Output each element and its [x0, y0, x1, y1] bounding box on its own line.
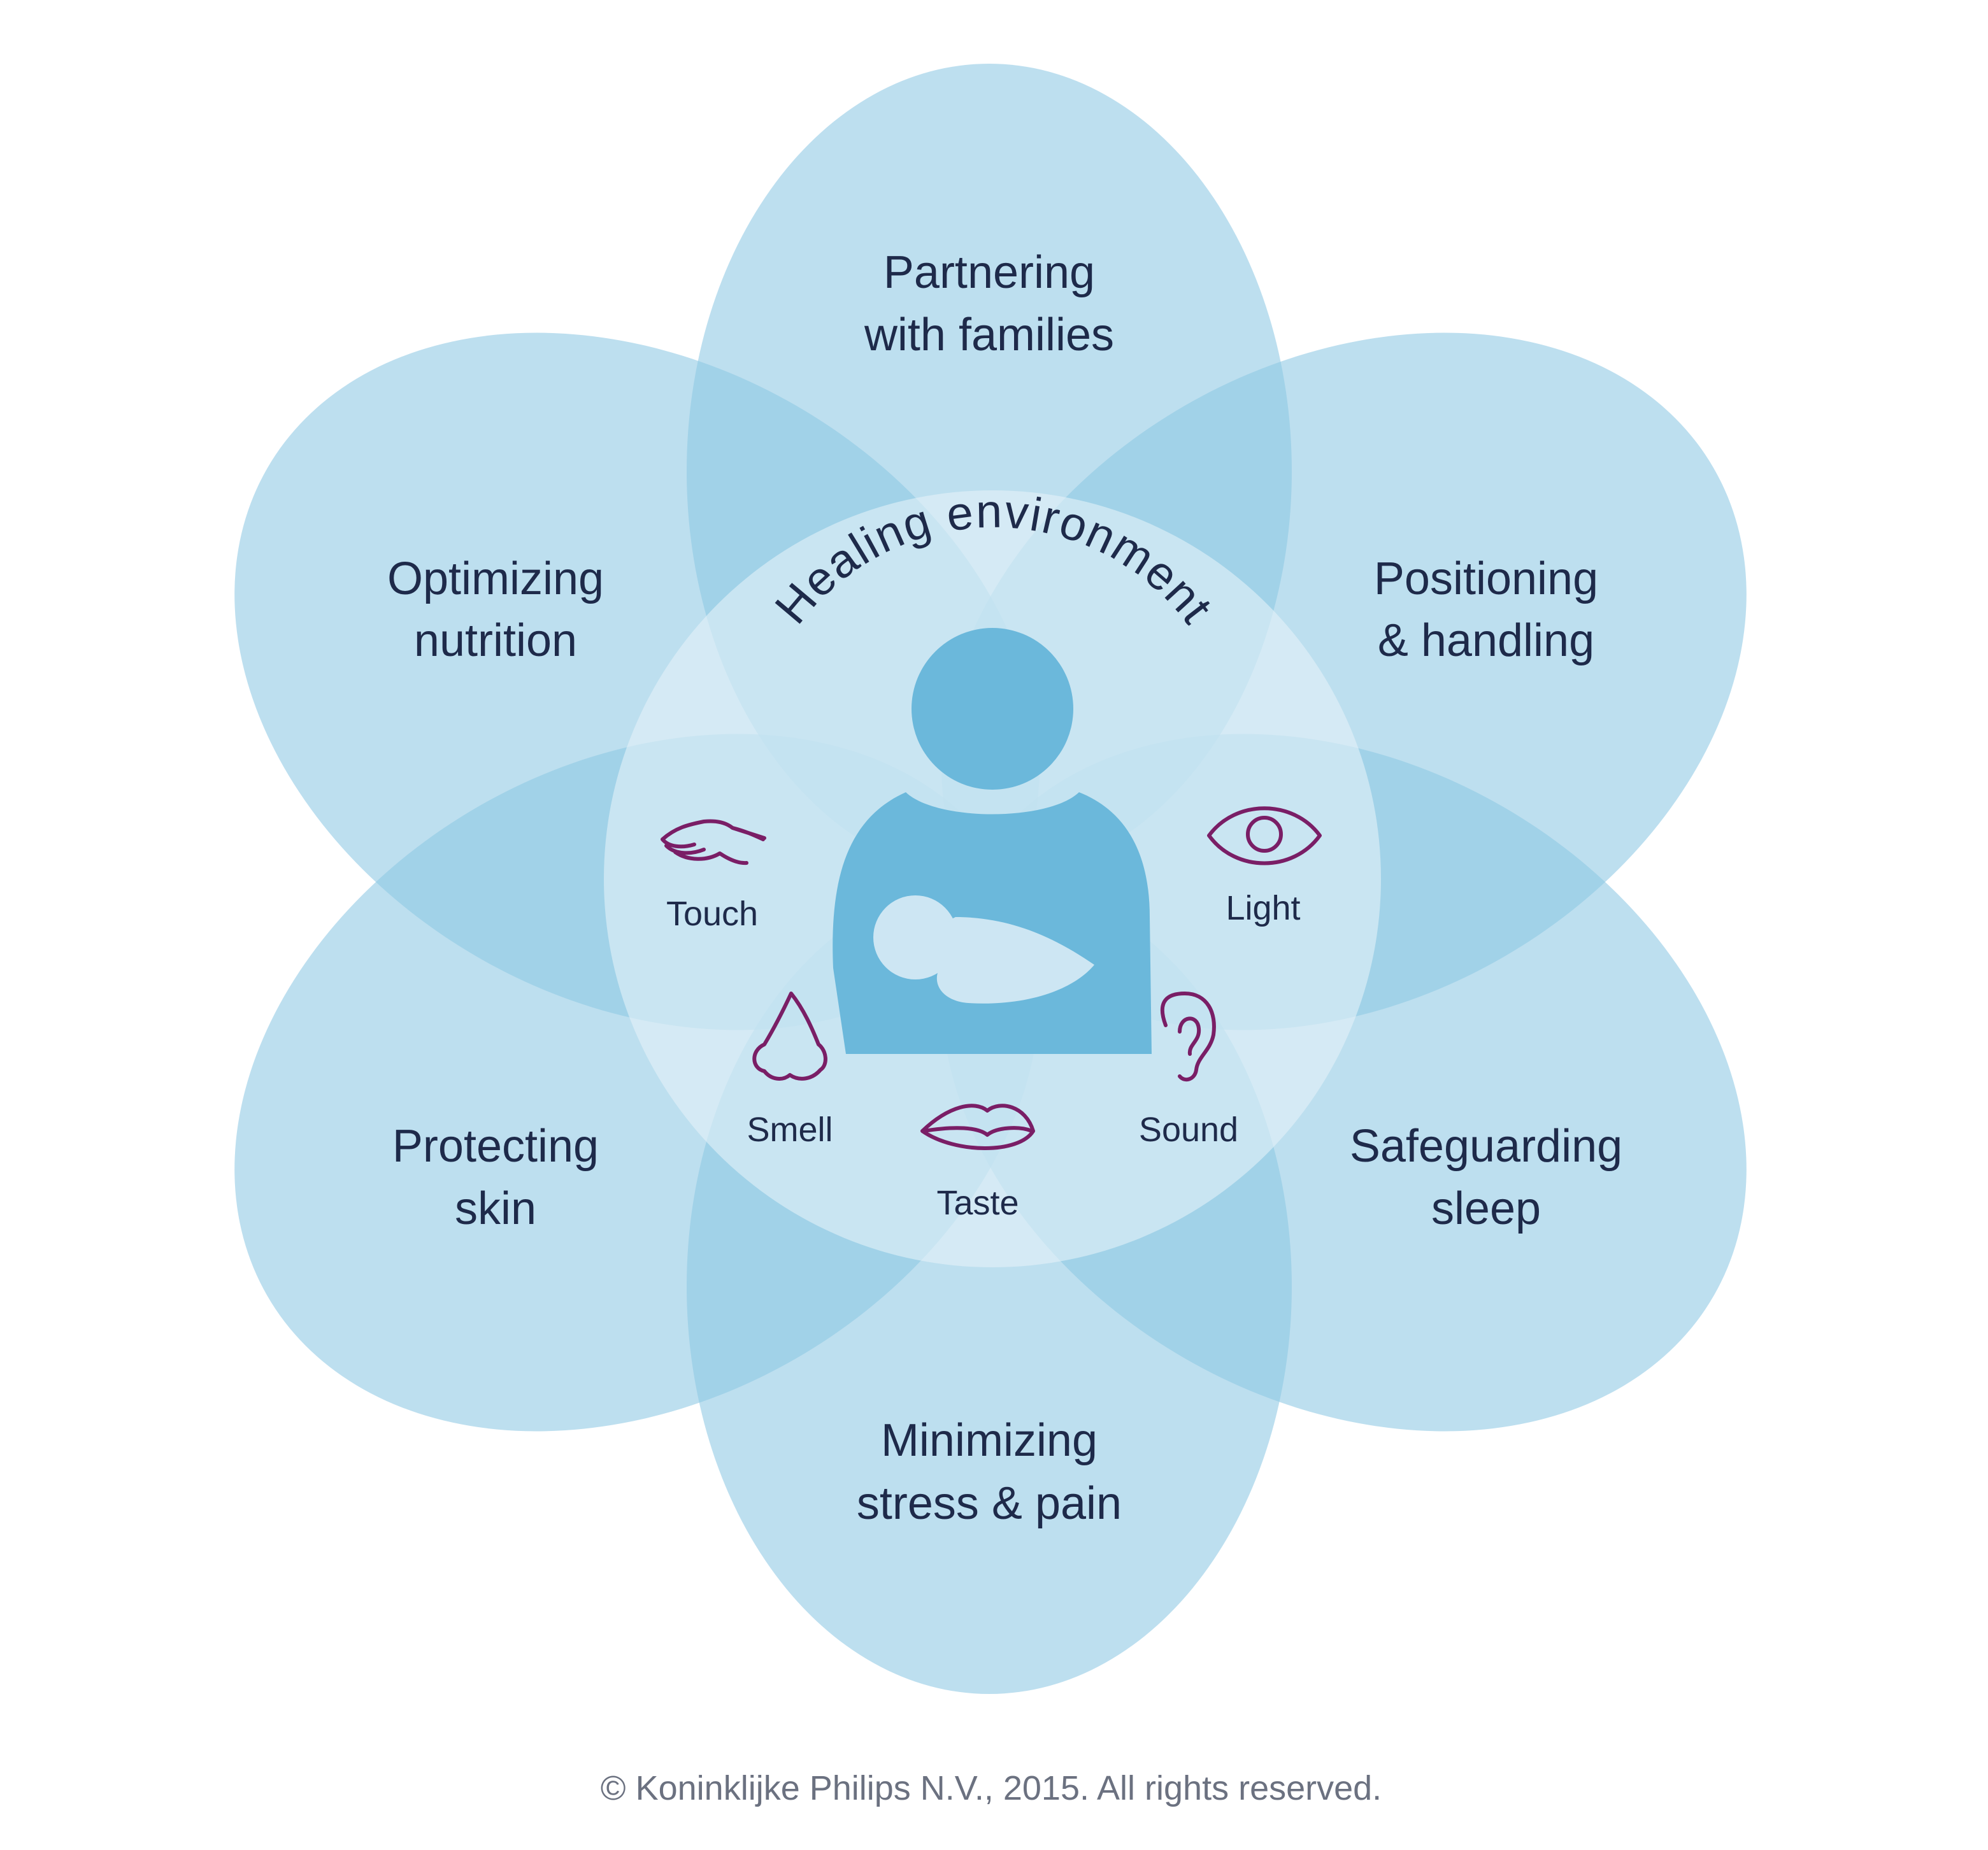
sleep-label-line1: Safeguarding: [1350, 1121, 1622, 1172]
positioning-label-line2: & handling: [1378, 615, 1594, 666]
sense-labels: Touch Light Smell Taste Sound: [666, 889, 1301, 1222]
smell-label: Smell: [747, 1111, 833, 1149]
stress-label-line2: stress & pain: [857, 1478, 1122, 1529]
partnering-label-line2: with families: [864, 310, 1114, 360]
skin-label-line2: skin: [455, 1183, 536, 1234]
nutrition-label-line1: Optimizing: [387, 553, 604, 604]
positioning-label-line1: Positioning: [1374, 553, 1598, 604]
petal-labels: Partnering with families Optimizing nutr…: [387, 247, 1622, 1529]
nose-icon: [752, 992, 827, 1081]
hand-icon: [661, 819, 766, 865]
touch-label: Touch: [666, 895, 758, 933]
caregiver-holding-baby-icon: [833, 628, 1152, 1054]
sleep-label-line2: sleep: [1431, 1183, 1541, 1234]
ear-icon: [1160, 992, 1216, 1082]
nutrition-label-line2: nutrition: [414, 615, 577, 666]
skin-label-line1: Protecting: [392, 1121, 599, 1172]
sound-label: Sound: [1139, 1111, 1238, 1149]
copyright-notice: © Koninklijke Philips N.V., 2015. All ri…: [601, 1769, 1382, 1807]
eye-icon: [1207, 806, 1322, 865]
stress-label-line1: Minimizing: [881, 1415, 1098, 1466]
lips-icon: [920, 1104, 1035, 1150]
taste-label: Taste: [936, 1184, 1019, 1222]
light-label: Light: [1226, 889, 1300, 927]
partnering-label-line1: Partnering: [883, 247, 1095, 298]
